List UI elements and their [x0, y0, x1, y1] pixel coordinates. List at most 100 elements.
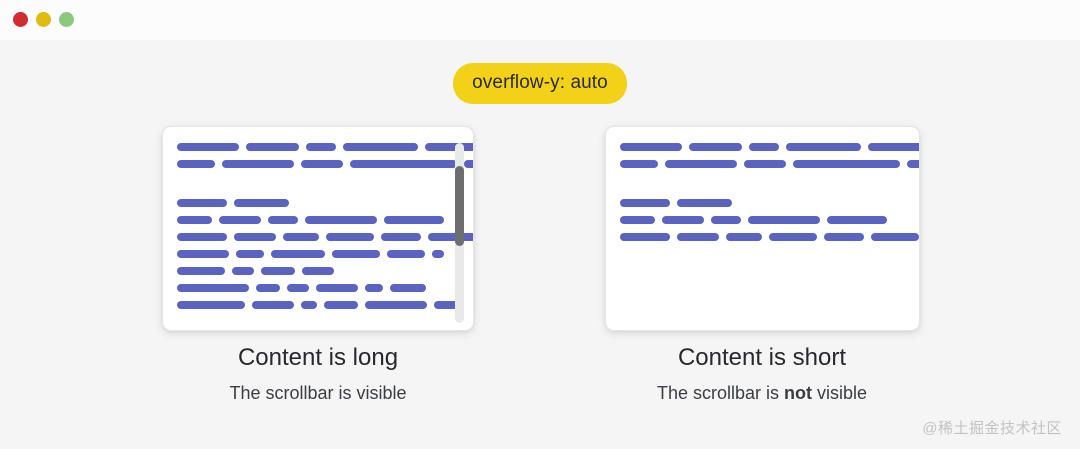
- card-long-content: [177, 143, 473, 318]
- text-word: [177, 199, 227, 207]
- text-line: [620, 233, 919, 241]
- caption-long: Content is long The scrollbar is visible: [158, 343, 478, 405]
- text-word: [256, 284, 280, 292]
- text-word: [301, 301, 317, 309]
- caption-short-subtitle-prefix: The scrollbar is: [656, 383, 785, 403]
- text-word: [711, 216, 741, 224]
- caption-long-subtitle-suffix: visible: [356, 383, 407, 403]
- css-property-badge: overflow-y: auto: [453, 63, 627, 104]
- text-word: [305, 216, 377, 224]
- text-word: [726, 233, 762, 241]
- text-word: [268, 216, 298, 224]
- text-word: [786, 143, 861, 151]
- text-word: [261, 267, 295, 275]
- text-line: [177, 233, 473, 241]
- text-word: [332, 250, 380, 258]
- text-word: [620, 160, 658, 168]
- text-word: [326, 233, 374, 241]
- caption-short-subtitle-emphasis: not: [784, 383, 812, 403]
- caption-short: Content is short The scrollbar is not vi…: [602, 343, 922, 405]
- text-word: [387, 250, 425, 258]
- close-button[interactable]: [13, 12, 28, 27]
- text-word: [381, 233, 421, 241]
- text-word: [287, 284, 309, 292]
- window-controls: [13, 12, 74, 27]
- text-line: [620, 199, 919, 207]
- text-word: [868, 143, 919, 151]
- text-word: [662, 216, 704, 224]
- text-word: [620, 199, 670, 207]
- caption-short-subtitle: The scrollbar is not visible: [602, 382, 922, 405]
- text-word: [177, 143, 239, 151]
- text-word: [343, 143, 418, 151]
- badge-row: overflow-y: auto: [0, 63, 1080, 104]
- text-word: [350, 160, 457, 168]
- caption-short-subtitle-suffix: visible: [812, 383, 868, 403]
- text-word: [793, 160, 900, 168]
- text-word: [620, 216, 655, 224]
- text-word: [222, 160, 294, 168]
- text-word: [246, 143, 299, 151]
- text-line: [177, 250, 473, 258]
- demo-card-short[interactable]: [605, 126, 920, 331]
- text-word: [665, 160, 737, 168]
- text-word: [252, 301, 294, 309]
- text-line: [177, 284, 473, 292]
- demo-card-long[interactable]: [162, 126, 474, 331]
- text-word: [316, 284, 358, 292]
- text-word: [907, 160, 919, 168]
- text-word: [749, 143, 779, 151]
- text-word: [177, 233, 227, 241]
- text-line: [177, 160, 473, 168]
- caption-short-title: Content is short: [677, 344, 847, 371]
- text-line: [620, 143, 919, 151]
- text-line: [620, 160, 919, 168]
- text-word: [177, 250, 229, 258]
- caption-long-subtitle-prefix: The scrollbar is: [229, 383, 357, 403]
- text-word: [234, 199, 289, 207]
- text-word: [283, 233, 319, 241]
- scrollbar-track[interactable]: [455, 143, 464, 323]
- text-word: [306, 143, 336, 151]
- text-word: [219, 216, 261, 224]
- text-word: [871, 233, 919, 241]
- watermark: @稀土掘金技术社区: [922, 420, 1062, 437]
- text-word: [620, 233, 670, 241]
- text-line: [177, 267, 473, 275]
- text-word: [177, 160, 215, 168]
- text-word: [177, 267, 225, 275]
- text-word: [232, 267, 254, 275]
- text-line: [177, 216, 473, 224]
- text-word: [677, 199, 732, 207]
- text-word: [432, 250, 444, 258]
- text-word: [177, 216, 212, 224]
- text-word: [428, 233, 473, 241]
- caption-long-title: Content is long: [237, 344, 399, 371]
- text-word: [302, 267, 334, 275]
- caption-long-subtitle: The scrollbar is visible: [158, 382, 478, 405]
- text-word: [689, 143, 742, 151]
- text-word: [827, 216, 887, 224]
- text-word: [769, 233, 817, 241]
- text-word: [744, 160, 786, 168]
- text-word: [365, 301, 427, 309]
- text-word: [301, 160, 343, 168]
- text-line: [177, 199, 473, 207]
- content-stage: overflow-y: auto Content is long The scr…: [0, 40, 1080, 449]
- text-word: [177, 284, 249, 292]
- scrollbar-thumb[interactable]: [455, 166, 464, 246]
- text-word: [365, 284, 383, 292]
- text-word: [324, 301, 358, 309]
- text-word: [236, 250, 264, 258]
- text-word: [677, 233, 719, 241]
- text-word: [177, 301, 245, 309]
- text-word: [390, 284, 426, 292]
- maximize-button[interactable]: [59, 12, 74, 27]
- text-line: [620, 216, 919, 224]
- text-word: [425, 143, 473, 151]
- minimize-button[interactable]: [36, 12, 51, 27]
- text-word: [620, 143, 682, 151]
- text-line: [177, 143, 473, 151]
- card-short-content: [620, 143, 919, 250]
